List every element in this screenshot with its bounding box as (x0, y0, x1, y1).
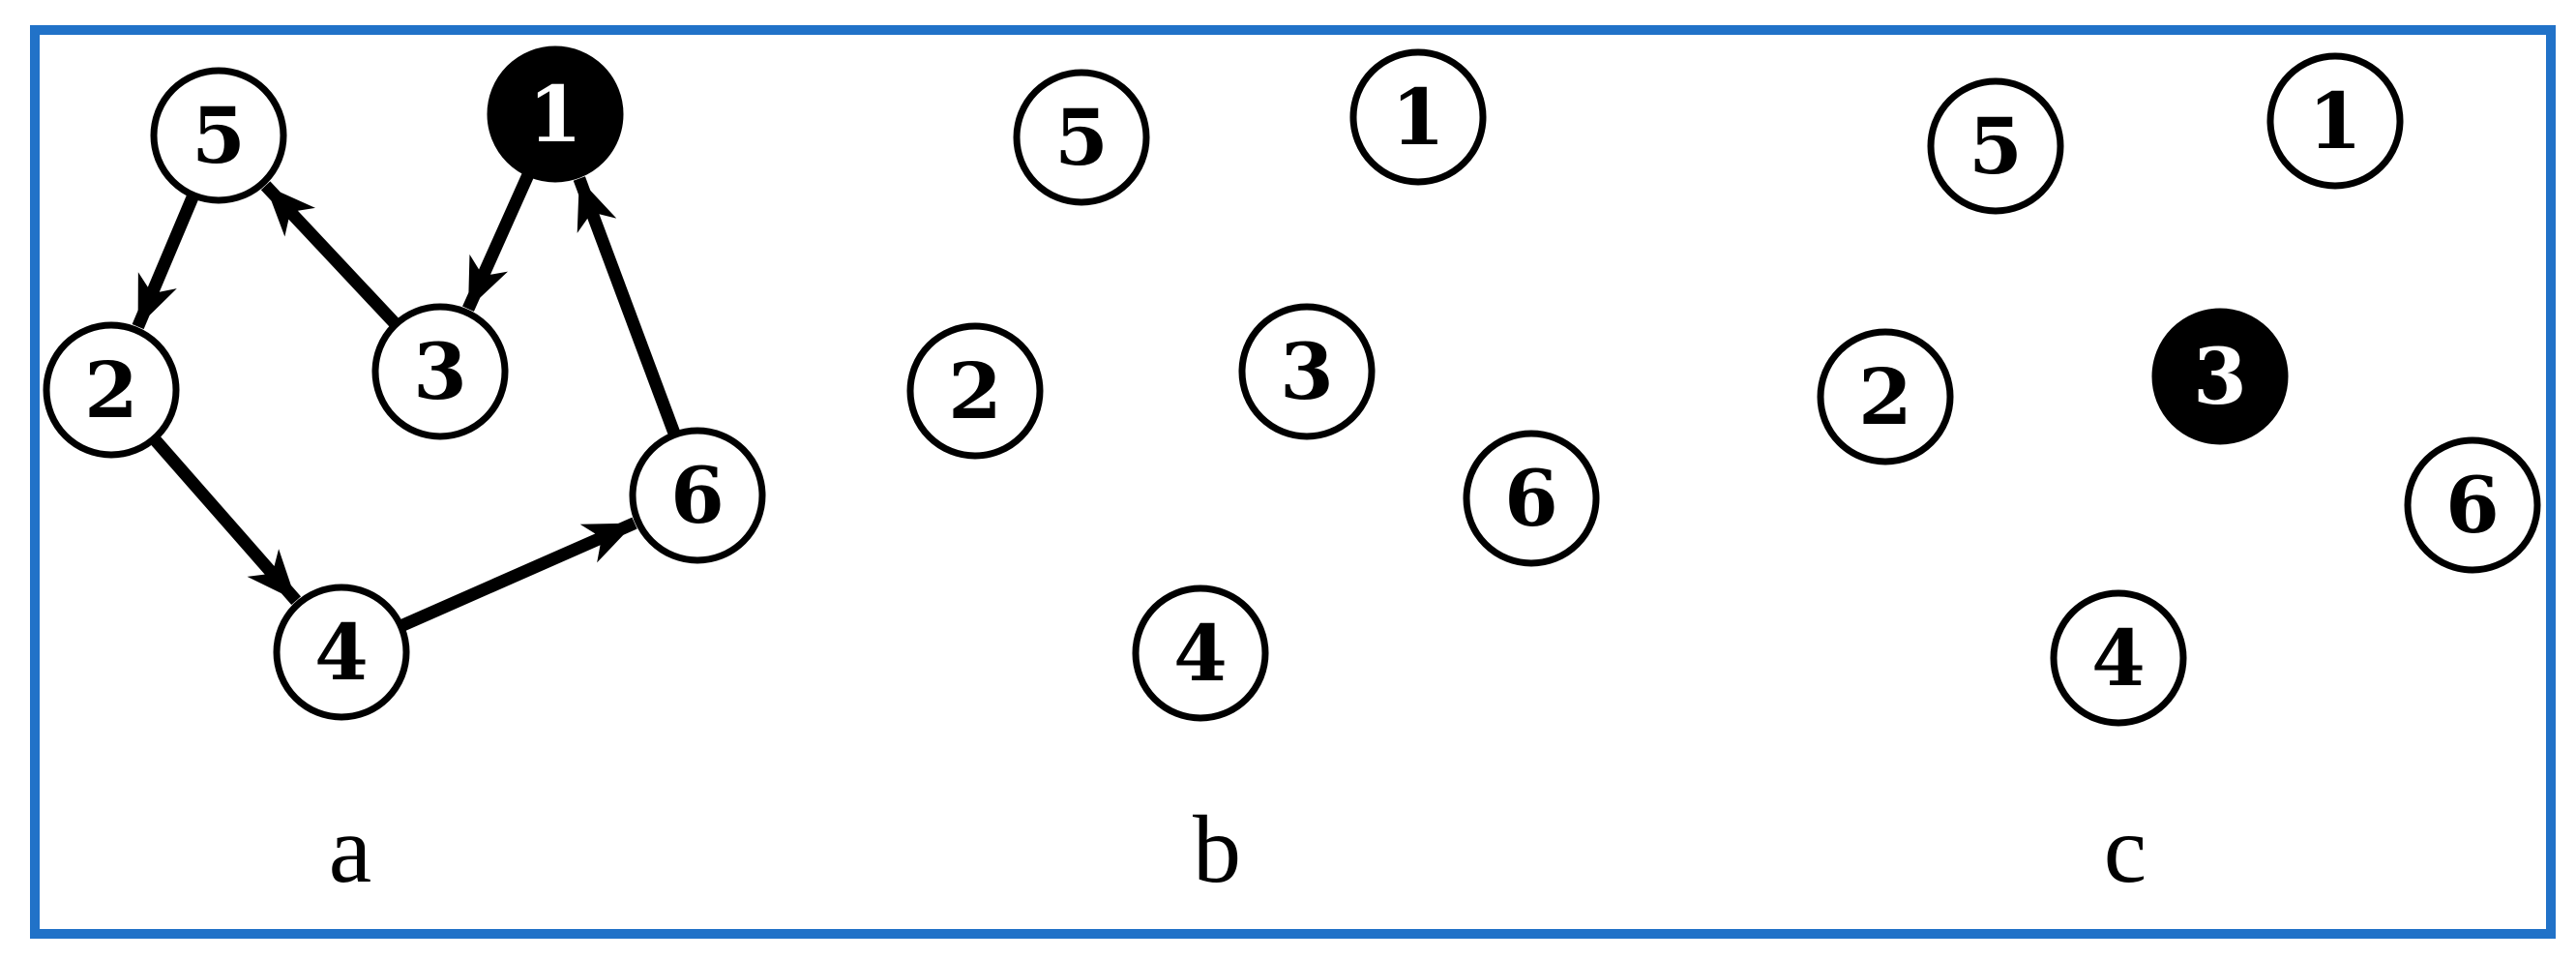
panel-b-node-3-label: 3 (1280, 326, 1334, 417)
panel-label-c: c (2104, 795, 2147, 903)
edge-2-to-4 (150, 435, 302, 605)
panel-a-node-2-label: 2 (84, 345, 138, 435)
edge-3-to-5 (260, 181, 400, 328)
edge-4-to-6 (400, 517, 637, 632)
panel-b-node-5 (1013, 69, 1150, 206)
panel-c-node-1 (2266, 52, 2404, 190)
panel-a-node-6 (629, 427, 766, 564)
panel-a-node-1-label: 1 (528, 69, 582, 160)
panel-c-node-5 (1927, 77, 2064, 215)
panel-b-node-6 (1463, 430, 1600, 567)
panel-c-node-3-highlighted (2151, 308, 2289, 445)
panel-b-node-5-label: 5 (1054, 92, 1109, 183)
panel-c-node-5-label: 5 (1969, 101, 2023, 192)
panel-b-node-1 (1349, 48, 1487, 186)
panel-c-node-6-label: 6 (2445, 460, 2500, 551)
panel-a-node-2 (43, 321, 180, 459)
panel-a-node-3 (371, 303, 509, 440)
edge-6-to-1 (573, 176, 680, 435)
panel-b-node-3 (1238, 303, 1376, 440)
panel-b-node-2-label: 2 (948, 345, 1002, 436)
panel-a-node-1-highlighted (487, 45, 624, 183)
panel-a-node-4 (273, 584, 410, 721)
panel-c-node-4-label: 4 (2091, 613, 2146, 704)
panel-b-node-6-label: 6 (1504, 453, 1558, 544)
panel-c-node-3-label: 3 (2193, 331, 2247, 422)
panel-a-node-5-label: 5 (192, 90, 246, 181)
panel-a-node-4-label: 4 (314, 607, 369, 698)
edge-1-to-3 (462, 172, 534, 312)
panel-c-node-2-label: 2 (1858, 351, 1912, 442)
panel-c-node-6 (2404, 436, 2541, 574)
panel-b-node-4-label: 4 (1173, 608, 1228, 699)
panel-c-node-4 (2050, 589, 2187, 727)
panel-label-b: b (1193, 795, 1241, 903)
panel-label-a: a (329, 795, 371, 903)
panel-b-node-2 (906, 322, 1044, 460)
panel-a-node-3-label: 3 (413, 326, 467, 417)
panel-b-node-1-label: 1 (1391, 72, 1445, 163)
edge-5-to-2 (132, 195, 199, 330)
figure-border (30, 25, 2556, 939)
panel-c-node-2 (1817, 328, 1954, 465)
panel-a-node-6-label: 6 (670, 450, 725, 541)
panel-b-node-4 (1132, 584, 1269, 722)
panel-c-node-1-label: 1 (2308, 75, 2362, 166)
panel-a-node-5 (150, 67, 287, 204)
